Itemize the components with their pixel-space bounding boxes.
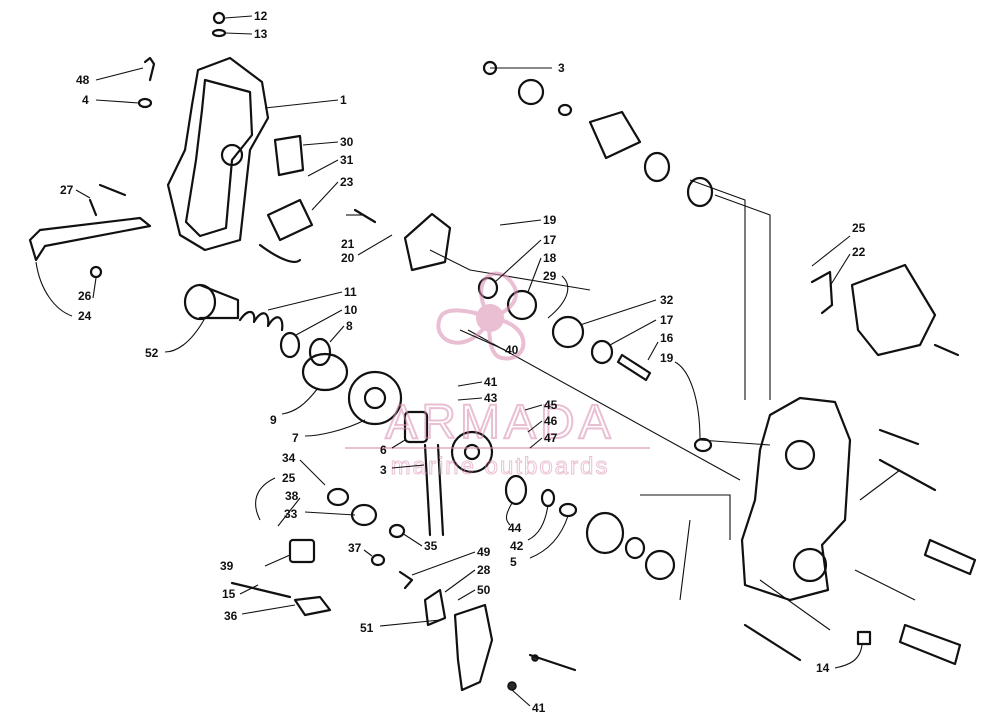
callout-32: 32 bbox=[660, 293, 674, 307]
chaincase-cover bbox=[166, 56, 270, 252]
callout-51: 51 bbox=[360, 621, 374, 635]
callout-35: 35 bbox=[424, 539, 438, 553]
callout-34: 34 bbox=[282, 451, 296, 465]
callout-11: 11 bbox=[344, 285, 357, 299]
callout-22: 22 bbox=[852, 245, 866, 259]
callout-28: 28 bbox=[477, 563, 491, 577]
callout-24: 24 bbox=[78, 309, 92, 323]
callout-18: 18 bbox=[543, 251, 557, 265]
callout-47: 47 bbox=[544, 431, 558, 445]
callout-7: 7 bbox=[292, 431, 299, 445]
callout-43: 43 bbox=[484, 391, 498, 405]
callout-42: 42 bbox=[510, 539, 524, 553]
watermark-brand: ARMADA bbox=[385, 396, 614, 449]
watermark-tagline: marine outboards bbox=[391, 453, 610, 480]
callout-30: 30 bbox=[340, 135, 354, 149]
callout-19-upper: 19 bbox=[543, 213, 557, 227]
callout-6: 6 bbox=[380, 443, 387, 457]
callout-44: 44 bbox=[508, 521, 522, 535]
parts-artwork bbox=[28, 11, 977, 692]
callout-29: 29 bbox=[543, 269, 557, 283]
callout-20: 20 bbox=[341, 251, 355, 265]
callout-41-upper: 41 bbox=[484, 375, 498, 389]
callouts: 12 13 48 4 1 30 31 23 27 26 24 21 20 52 … bbox=[35, 9, 565, 477]
callout-16: 16 bbox=[660, 331, 674, 345]
callout-41-lower: 41 bbox=[532, 701, 546, 715]
callout-36: 36 bbox=[224, 609, 238, 623]
callout-39: 39 bbox=[220, 559, 234, 573]
callout-23: 23 bbox=[340, 175, 354, 189]
callout-15: 15 bbox=[222, 587, 236, 601]
callout-26: 26 bbox=[78, 289, 92, 303]
callout-25-left: 25 bbox=[282, 471, 296, 485]
callout-12: 12 bbox=[254, 9, 268, 23]
callout-46: 46 bbox=[544, 414, 558, 428]
callout-27: 27 bbox=[60, 183, 74, 197]
callout-33: 33 bbox=[284, 507, 298, 521]
callouts-2: 19 17 18 29 32 17 16 19 40 41 43 45 46 4… bbox=[220, 213, 866, 715]
callout-3: 3 bbox=[558, 61, 565, 75]
callout-37: 37 bbox=[348, 541, 362, 555]
callout-10: 10 bbox=[344, 303, 358, 317]
callout-52: 52 bbox=[145, 346, 159, 360]
callout-49: 49 bbox=[477, 545, 491, 559]
callout-21: 21 bbox=[341, 237, 355, 251]
callout-13: 13 bbox=[254, 27, 268, 41]
main-gearcase bbox=[740, 396, 852, 602]
callout-31: 31 bbox=[340, 153, 354, 167]
callout-38-left: 38 bbox=[285, 489, 299, 503]
callout-40: 40 bbox=[505, 343, 519, 357]
callout-4: 4 bbox=[82, 93, 89, 107]
callout-14: 14 bbox=[816, 661, 830, 675]
callout-17-lower: 17 bbox=[660, 313, 674, 327]
armada-watermark: ARMADA marine outboards bbox=[345, 271, 650, 481]
propeller-logo-icon bbox=[436, 271, 526, 361]
callout-2: 3 bbox=[380, 463, 387, 477]
callout-50: 50 bbox=[477, 583, 491, 597]
callout-17-upper: 17 bbox=[543, 233, 557, 247]
callout-45: 45 bbox=[544, 398, 558, 412]
callout-48: 48 bbox=[76, 73, 90, 87]
callout-5: 5 bbox=[510, 555, 517, 569]
callout-1: 1 bbox=[340, 93, 347, 107]
callout-25-right: 25 bbox=[852, 221, 866, 235]
callout-8: 8 bbox=[346, 319, 353, 333]
callout-9: 9 bbox=[270, 413, 277, 427]
callout-19-lower: 19 bbox=[660, 351, 674, 365]
